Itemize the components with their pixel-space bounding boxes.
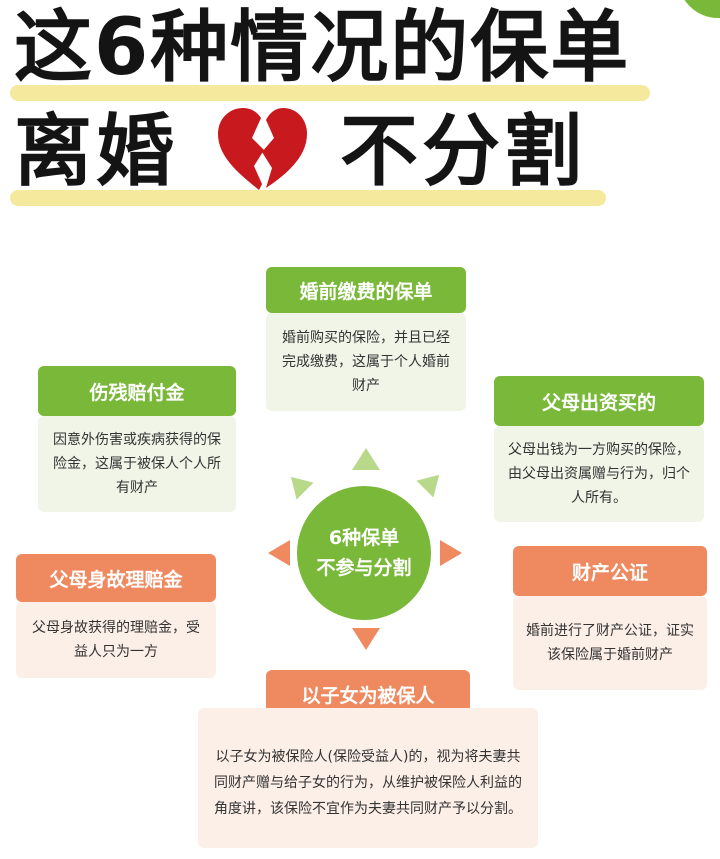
center-line-1: 6种保单: [328, 527, 400, 549]
ray-bottom: [352, 628, 380, 650]
card-children-insured: 以子女为被保人 以子女为被保险人(保险受益人)的，视为将夫妻共同财产赠与给子女的…: [198, 670, 538, 848]
card-premarital-paid-title: 婚前缴费的保单: [266, 267, 466, 313]
center-line-2: 不参与分割: [316, 557, 412, 579]
title-line-2-right: 不分割: [340, 107, 587, 197]
card-parents-funded: 父母出资买的 父母出钱为一方购买的保险，由父母出资属赠与行为，归个人所有。: [494, 376, 704, 522]
card-parents-funded-body: 父母出钱为一方购买的保险，由父母出资属赠与行为，归个人所有。: [494, 426, 704, 522]
card-notarized: 财产公证 婚前进行了财产公证，证实该保险属于婚前财产: [513, 546, 707, 690]
card-parents-death-body: 父母身故获得的理赔金，受益人只为一方: [16, 602, 216, 678]
card-children-insured-body: 以子女为被保险人(保险受益人)的，视为将夫妻共同财产赠与给子女的行为，从维护被保…: [198, 708, 538, 848]
title-highlight-2: [10, 190, 606, 206]
broken-heart-icon: [218, 108, 307, 190]
card-parents-death-title: 父母身故理赔金: [16, 554, 216, 602]
title-highlight-1: [10, 85, 650, 101]
corner-decoration: [678, 0, 720, 18]
ray-top-left: [282, 468, 314, 500]
card-disability: 伤残赔付金 因意外伤害或疾病获得的保险金，这属于被保人个人所有财产: [38, 366, 236, 512]
ray-right: [440, 540, 462, 566]
card-notarized-title: 财产公证: [513, 546, 707, 596]
title-line-2-left: 离婚: [14, 107, 179, 197]
card-notarized-body: 婚前进行了财产公证，证实该保险属于婚前财产: [513, 596, 707, 690]
card-disability-body: 因意外伤害或疾病获得的保险金，这属于被保人个人所有财产: [38, 416, 236, 512]
title-line-1: 这6种情况的保单: [14, 3, 631, 93]
card-disability-title: 伤残赔付金: [38, 366, 236, 416]
ray-top: [352, 448, 380, 470]
ray-top-right: [416, 466, 448, 498]
card-premarital-paid-body: 婚前购买的保险，并且已经完成缴费，这属于个人婚前财产: [266, 313, 466, 411]
ray-left: [268, 540, 290, 566]
center-circle: 6种保单 不参与分割: [297, 486, 431, 620]
card-parents-death: 父母身故理赔金 父母身故获得的理赔金，受益人只为一方: [16, 554, 216, 678]
card-parents-funded-title: 父母出资买的: [494, 376, 704, 426]
card-premarital-paid: 婚前缴费的保单 婚前购买的保险，并且已经完成缴费，这属于个人婚前财产: [266, 267, 466, 411]
